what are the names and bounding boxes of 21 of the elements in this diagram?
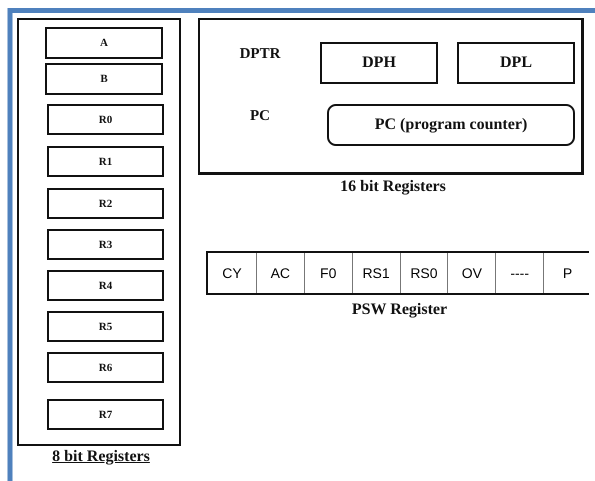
register-box: R6 [47,352,164,383]
register-box: PC (program counter) [327,104,575,146]
register-label: PC [249,108,271,125]
flag-cell: P [543,253,591,293]
register-box: R1 [47,146,164,177]
register-box: R2 [47,188,164,219]
panel-caption: PSW Register [350,301,448,319]
panel-caption: 16 bit Registers [339,178,447,196]
flag-cell: OV [447,253,496,293]
register-box: DPL [457,42,575,84]
register-box: R5 [47,311,164,342]
flag-cell: RS0 [400,253,448,293]
register-box: R3 [47,229,164,260]
register-box: R0 [47,104,164,135]
register-box: R7 [47,399,164,430]
register-box: B [45,63,163,95]
register-label: DPTR [238,46,282,63]
panel-caption: 8 bit Registers [51,448,151,466]
register-box: A [45,27,163,59]
register-box: R4 [47,270,164,301]
register-box: DPH [320,42,438,84]
